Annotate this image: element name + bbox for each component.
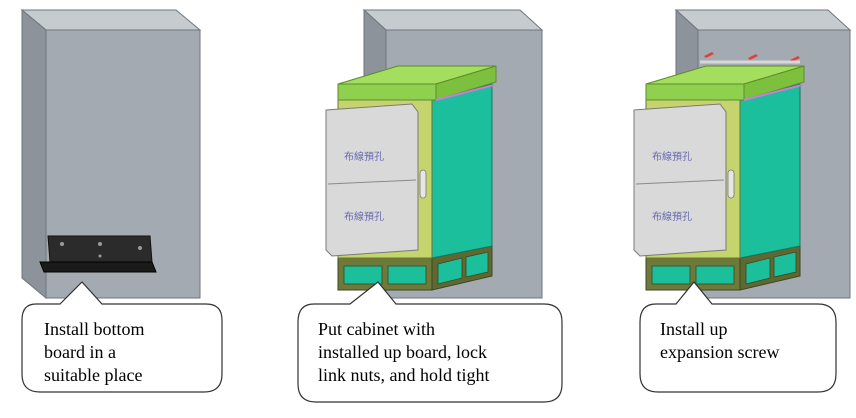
callout-bubble-2	[297, 281, 563, 403]
callout-bubble-1	[21, 281, 223, 393]
bottom-board	[39, 235, 157, 273]
cabinet-2: 布線預孔 布線預孔	[325, 65, 497, 291]
expansion-screw	[748, 54, 758, 60]
door-label-lower: 布線預孔	[652, 210, 692, 223]
step-1-illustration	[20, 8, 223, 393]
door-label-lower: 布線預孔	[344, 210, 384, 223]
expansion-screw	[704, 52, 714, 58]
expansion-screws	[700, 52, 800, 64]
step-1-caption: Install bottom board in a suitable place	[44, 319, 145, 385]
step-2-illustration: 布線預孔 布線預孔	[297, 8, 563, 403]
callout-bubble-3	[639, 281, 837, 393]
cabinet-3: 布線預孔 布線預孔	[633, 52, 805, 291]
step-3-caption: Install up expansion screw	[660, 319, 780, 362]
door-label-upper: 布線預孔	[344, 150, 384, 163]
step-2-caption: Put cabinet with installed up board, loc…	[318, 319, 490, 385]
door-label-upper: 布線預孔	[652, 150, 692, 163]
step-3-illustration: 布線預孔 布線預孔	[633, 8, 852, 393]
